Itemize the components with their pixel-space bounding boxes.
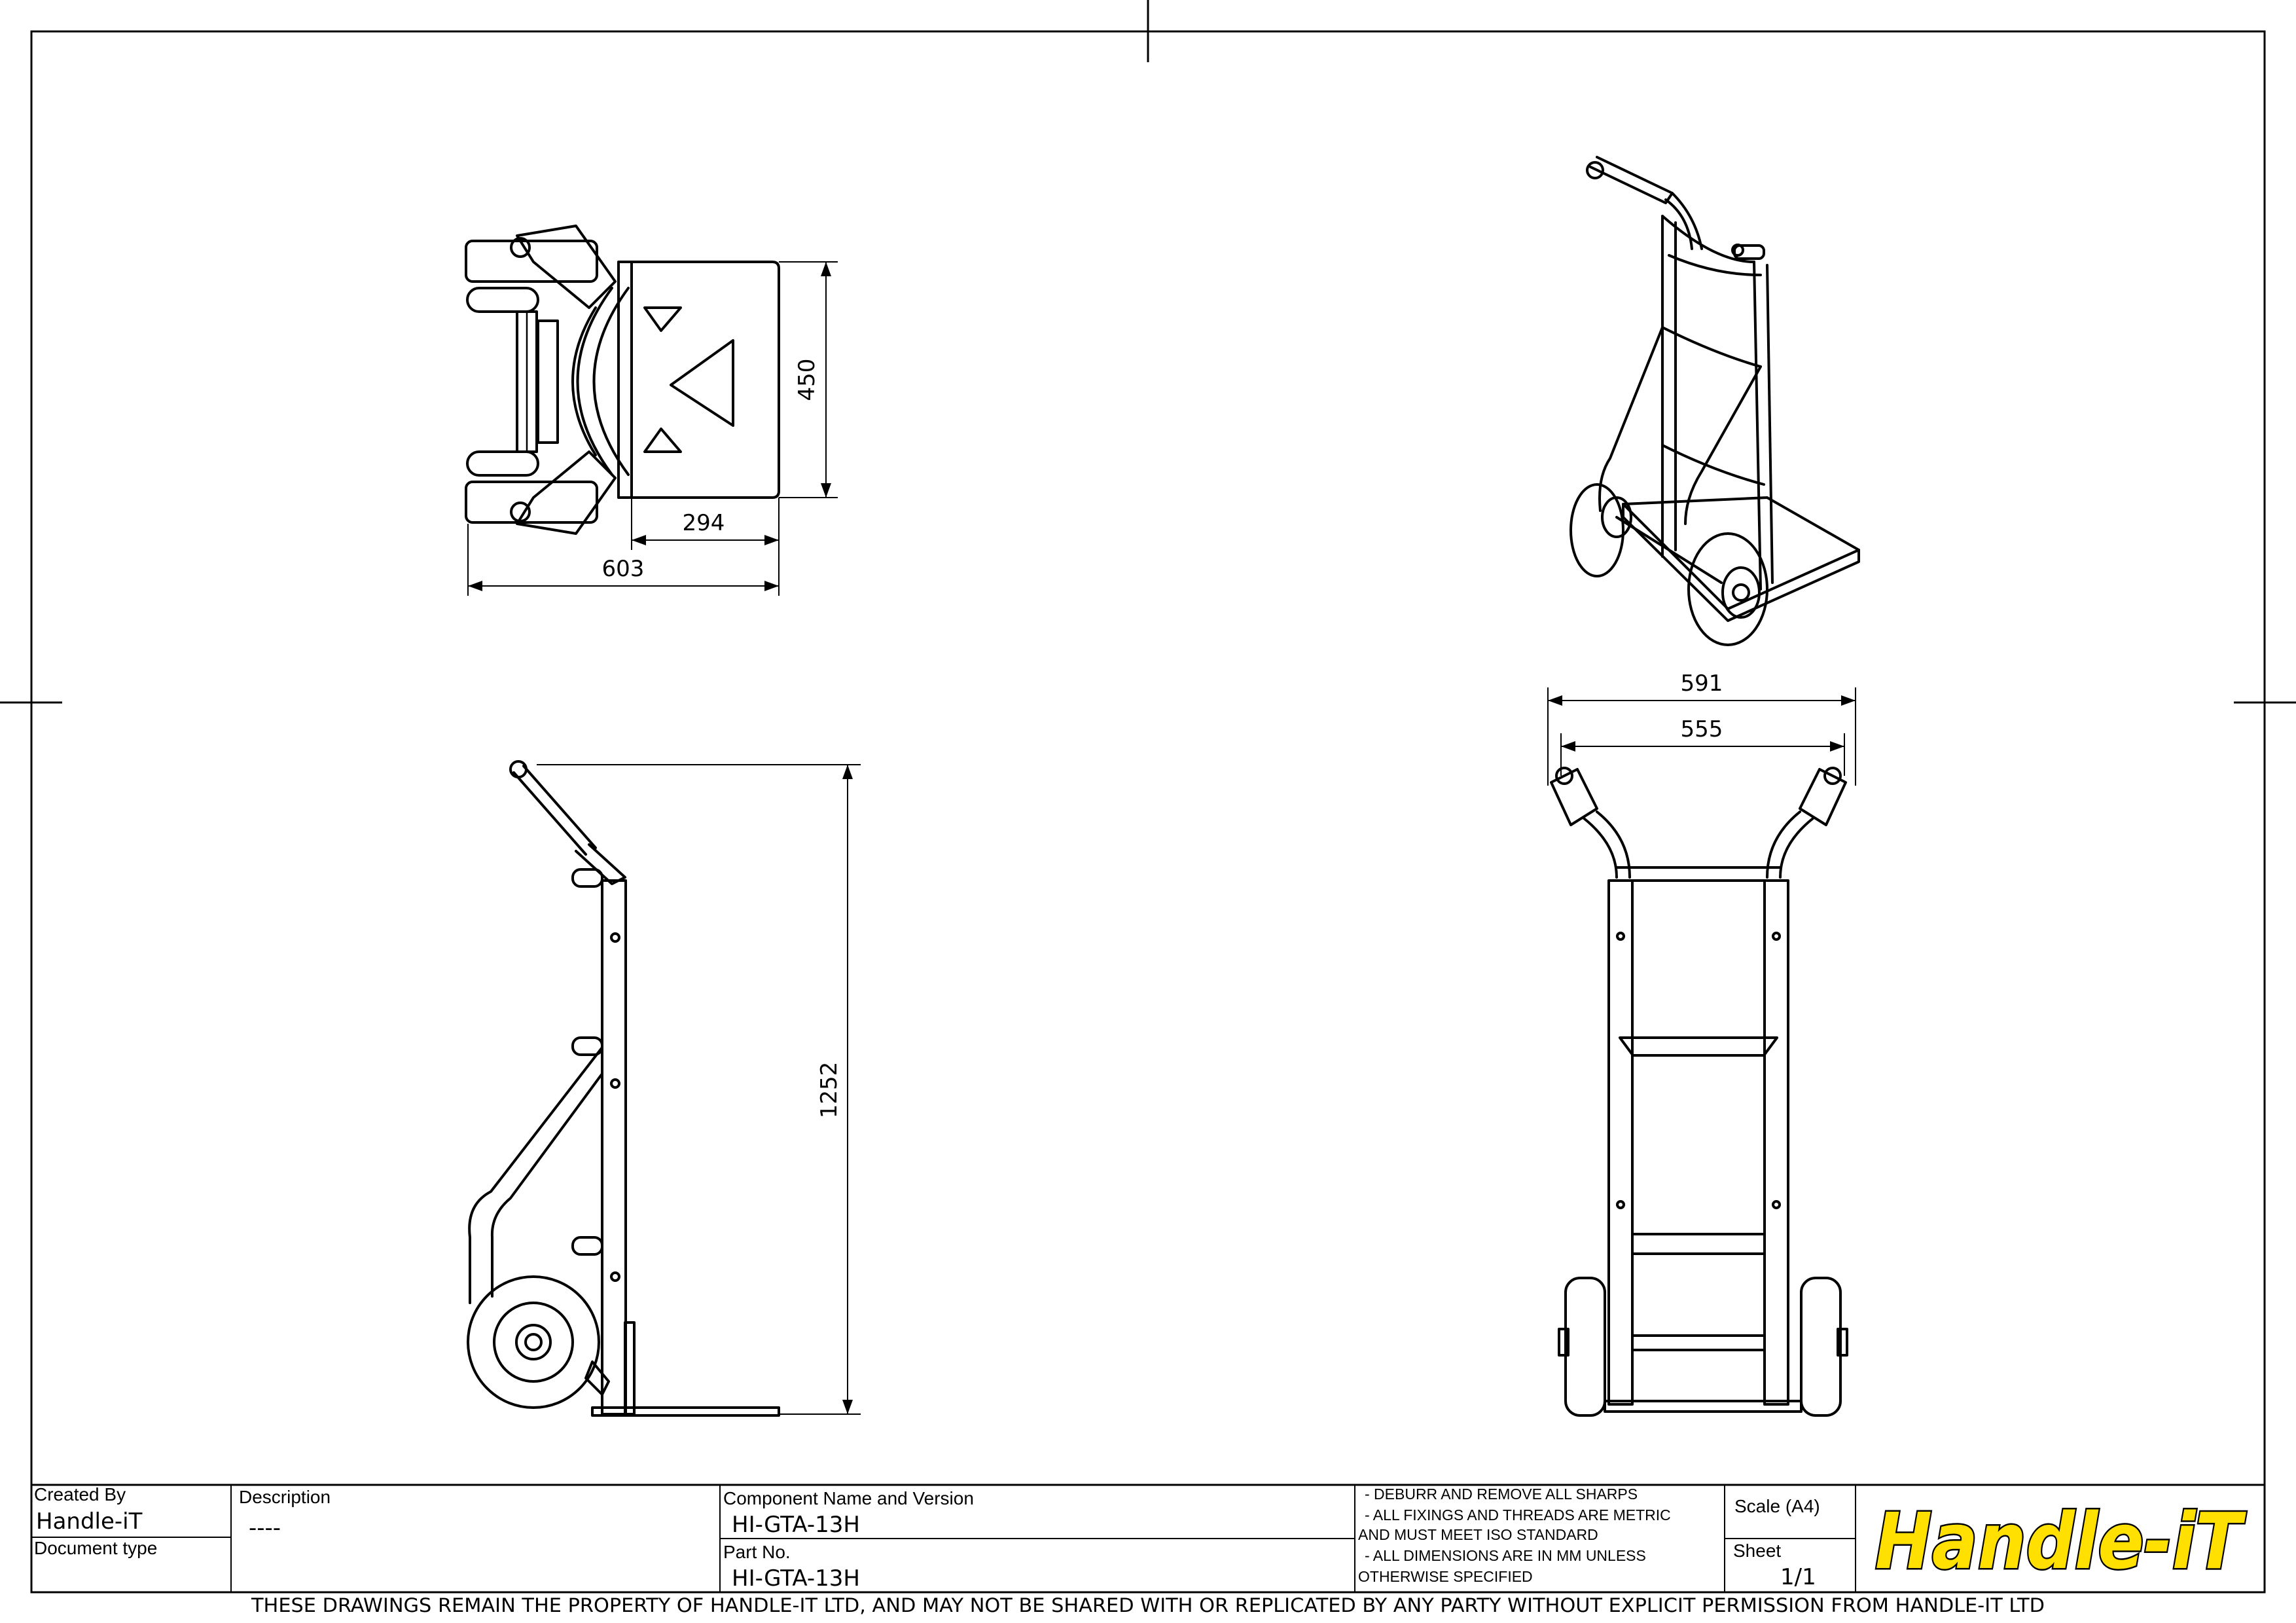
note-line-2: - ALL FIXINGS AND THREADS ARE METRIC — [1365, 1506, 1671, 1523]
sheet-value: 1/1 — [1780, 1564, 1816, 1590]
dim-side-height: 1252 — [816, 1062, 842, 1119]
title-block: Created By Handle-iT Document type Descr… — [30, 1484, 2266, 1594]
note-line-1: - DEBURR AND REMOVE ALL SHARPS — [1365, 1486, 1638, 1503]
front-view: 591 555 — [1547, 670, 1856, 1417]
part-no-label: Part No. — [723, 1542, 791, 1562]
note-line-3: AND MUST MEET ISO STANDARD — [1358, 1526, 1598, 1543]
dim-top-depth: 450 — [794, 359, 820, 401]
top-view: 450 294 603 — [465, 225, 838, 596]
side-view: 1252 — [467, 760, 861, 1417]
dim-top-overall: 603 — [602, 556, 645, 582]
created-by-label: Created By — [34, 1484, 126, 1504]
document-type-label: Document type — [34, 1538, 157, 1558]
sheet-label: Sheet — [1733, 1541, 1781, 1561]
isometric-view — [1570, 156, 1860, 646]
logo-text: Handle-iT — [1875, 1496, 2246, 1586]
description-value: ---- — [249, 1515, 281, 1541]
note-line-5: OTHERWISE SPECIFIED — [1358, 1568, 1533, 1585]
part-no-value: HI-GTA-13H — [732, 1565, 860, 1592]
ownership-footer: THESE DRAWINGS REMAIN THE PROPERTY OF HA… — [251, 1594, 2045, 1616]
component-value: HI-GTA-13H — [732, 1512, 860, 1538]
description-label: Description — [239, 1487, 331, 1507]
dim-front-inner: 555 — [1681, 716, 1723, 742]
note-line-4: - ALL DIMENSIONS ARE IN MM UNLESS — [1365, 1547, 1646, 1564]
created-by-value: Handle-iT — [36, 1508, 143, 1535]
handle-it-logo: Handle-iT — [1874, 1495, 2248, 1588]
component-label: Component Name and Version — [723, 1488, 974, 1508]
dim-front-outer: 591 — [1681, 670, 1723, 697]
dim-top-plate: 294 — [683, 510, 725, 536]
scale-label: Scale (A4) — [1734, 1496, 1820, 1516]
